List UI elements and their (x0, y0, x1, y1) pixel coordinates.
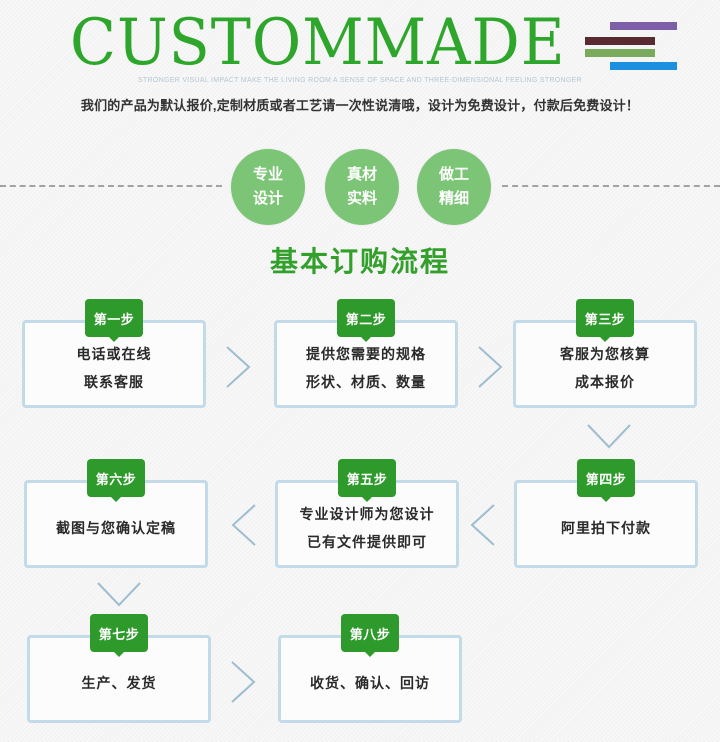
badge-line: 实料 (346, 190, 377, 207)
badge-line: 精细 (438, 190, 469, 207)
step-text: 阿里拍下付款 (561, 520, 651, 536)
chevron-down-icon (586, 423, 632, 449)
step-4: 第四步 阿里拍下付款 (514, 459, 698, 568)
step-text: 截图与您确认定稿 (56, 520, 176, 536)
step-tag: 第一步 (85, 299, 143, 342)
step-8: 第八步 收货、确认、回访 (278, 614, 462, 723)
step-7: 第七步 生产、发货 (27, 614, 211, 723)
step-text: 形状、材质、数量 (306, 374, 426, 390)
step-tag: 第六步 (87, 459, 145, 502)
step-text: 联系客服 (84, 374, 144, 390)
step-text: 提供您需要的规格 (306, 346, 426, 362)
section-title: 基本订购流程 (269, 246, 450, 277)
step-text: 收货、确认、回访 (310, 675, 430, 691)
bar-blue (610, 62, 677, 70)
brand-subtitle: STRONGER VISUAL IMPACT MAKE THE LIVING R… (138, 77, 582, 84)
step-text: 客服为您核算 (560, 346, 650, 362)
step-tag: 第五步 (338, 459, 396, 502)
chevron-right-icon (224, 345, 252, 389)
chevron-right-icon (476, 345, 504, 389)
step-tag: 第七步 (90, 614, 148, 657)
bar-purple (610, 22, 677, 30)
chevron-right-icon (229, 660, 257, 704)
divider-right (502, 185, 720, 187)
step-text: 电话或在线 (76, 346, 152, 362)
brand-bars-icon (585, 22, 677, 72)
step-5: 第五步 专业设计师为您设计 已有文件提供即可 (275, 459, 459, 568)
badge-line: 做工 (438, 166, 469, 183)
bar-green (585, 49, 655, 57)
badge-fine-workmanship: 做工 精细 (417, 149, 491, 225)
step-1: 第一步 电话或在线 联系客服 (22, 299, 206, 408)
step-6: 第六步 截图与您确认定稿 (24, 459, 208, 568)
step-2: 第二步 提供您需要的规格 形状、材质、数量 (274, 299, 458, 408)
divider-left (0, 185, 222, 187)
chevron-down-icon (96, 581, 142, 607)
bar-maroon (585, 37, 655, 45)
badge-professional-design: 专业 设计 (231, 149, 305, 225)
badge-line: 设计 (252, 190, 283, 207)
step-text: 已有文件提供即可 (307, 534, 427, 550)
step-tag: 第二步 (337, 299, 395, 342)
badge-line: 专业 (252, 166, 283, 183)
intro-text: 我们的产品为默认报价,定制材质或者工艺请一次性说清哦，设计为免费设计，付款后免费… (80, 98, 640, 113)
step-tag: 第三步 (576, 299, 634, 342)
step-text: 成本报价 (575, 374, 635, 390)
chevron-left-icon (230, 503, 258, 547)
badge-genuine-material: 真材 实料 (325, 149, 399, 225)
chevron-left-icon (469, 503, 497, 547)
badge-line: 真材 (346, 166, 377, 183)
step-3: 第三步 客服为您核算 成本报价 (513, 299, 697, 408)
step-tag: 第四步 (577, 459, 635, 502)
step-text: 生产、发货 (81, 675, 157, 691)
brand-title: CUSTOMMADE (70, 6, 566, 80)
step-text: 专业设计师为您设计 (299, 506, 435, 522)
step-tag: 第八步 (341, 614, 399, 657)
